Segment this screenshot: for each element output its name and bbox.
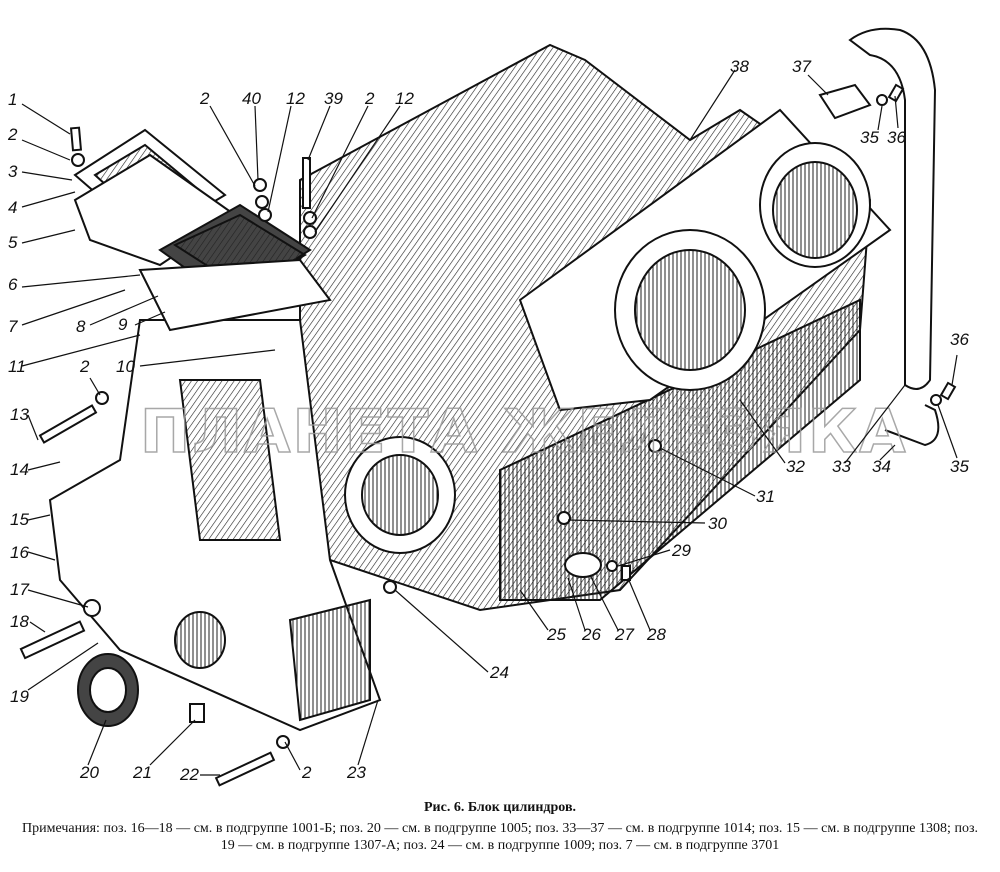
callout-2-c: 2 (301, 763, 312, 782)
callout-3: 3 (8, 162, 18, 181)
callout-19: 19 (10, 687, 29, 706)
callout-16: 16 (10, 543, 29, 562)
figure-notes: Примечания: поз. 16—18 — см. в подгруппе… (22, 821, 978, 853)
callout-37: 37 (792, 57, 811, 76)
callout-20: 20 (79, 763, 99, 782)
callout-14: 14 (10, 460, 29, 479)
fasteners (19, 83, 957, 787)
callout-31: 31 (756, 487, 775, 506)
callout-29: 29 (671, 541, 691, 560)
callout-33: 33 (832, 457, 851, 476)
callout-28: 28 (646, 625, 666, 644)
callout-21: 21 (132, 763, 152, 782)
callout-25: 25 (546, 625, 566, 644)
figure-caption: Рис. 6. Блок цилиндров. Примечания: поз.… (0, 800, 1000, 854)
callout-1: 1 (8, 90, 17, 109)
leader-lines (21, 69, 958, 776)
callout-10: 10 (116, 357, 135, 376)
callout-11: 11 (8, 357, 26, 376)
callout-38: 38 (730, 57, 749, 76)
callout-2-d: 2 (199, 89, 210, 108)
oil-filler-pipe (848, 27, 937, 390)
watermark: ПЛАНЕТА ЖЕЛЕЗЯКА (140, 397, 908, 467)
callout-35-b: 35 (860, 128, 879, 147)
callout-8: 8 (76, 317, 86, 336)
cylinder-bores (344, 142, 871, 554)
callout-13: 13 (10, 405, 29, 424)
callout-27: 27 (614, 625, 634, 644)
cylinder-block-exploded-view: ПЛАНЕТА ЖЕЛЕЗЯКА (7, 27, 969, 787)
callout-12-b: 12 (395, 89, 414, 108)
callout-labels: 1 2 3 4 5 6 7 8 9 10 11 2 13 14 15 16 17… (7, 57, 969, 784)
callout-36: 36 (950, 330, 969, 349)
callout-26: 26 (581, 625, 601, 644)
callout-12: 12 (286, 89, 305, 108)
callout-18: 18 (10, 612, 29, 631)
figure-title: Рис. 6. Блок цилиндров. (423, 800, 577, 815)
callout-2: 2 (7, 125, 18, 144)
callout-5: 5 (8, 233, 18, 252)
callout-17: 17 (10, 580, 29, 599)
callout-2-e: 2 (364, 89, 375, 108)
callout-24: 24 (489, 663, 509, 682)
callout-39: 39 (324, 89, 343, 108)
callout-2-b: 2 (79, 357, 90, 376)
callout-34: 34 (872, 457, 891, 476)
callout-7: 7 (8, 317, 18, 336)
callout-4: 4 (8, 198, 17, 217)
callout-36-b: 36 (887, 128, 906, 147)
callout-9: 9 (118, 315, 128, 334)
callout-22: 22 (179, 765, 199, 784)
breather-cover-assembly (73, 128, 332, 332)
callout-6: 6 (8, 275, 18, 294)
callout-32: 32 (786, 457, 805, 476)
callout-40: 40 (242, 89, 261, 108)
callout-23: 23 (346, 763, 366, 782)
timing-cover (48, 319, 382, 732)
callout-15: 15 (10, 510, 29, 529)
callout-30: 30 (708, 514, 727, 533)
callout-35: 35 (950, 457, 969, 476)
